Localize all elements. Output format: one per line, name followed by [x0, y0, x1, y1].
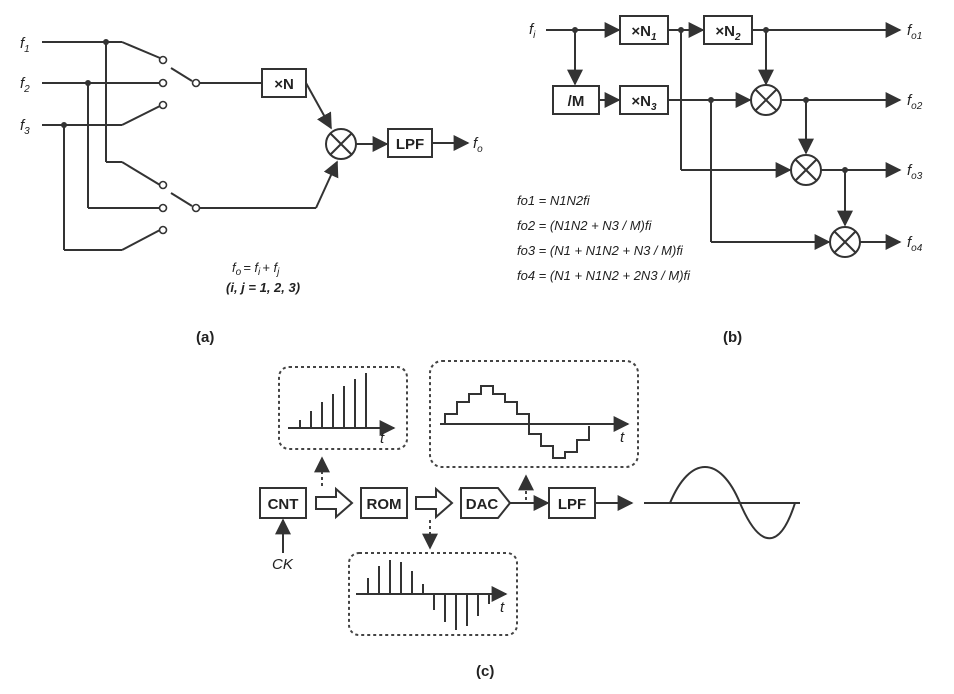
dac-label: DAC [466, 496, 499, 513]
output-fo1-label: fo1 [907, 22, 922, 42]
equation-a-2: (i, j = 1, 2, 3) [226, 280, 300, 295]
divider-label: /M [568, 93, 585, 110]
n1-label: ×N1 [631, 23, 657, 43]
caption-b: (b) [723, 329, 742, 346]
input-f3-label: f3 [20, 117, 30, 137]
equation-b-1: fo1 = N1N2fi [517, 193, 591, 208]
panel-c: t t CNT CK ROM DAC LPF [259, 360, 800, 680]
mixer-b-2 [790, 154, 822, 186]
n1-block [619, 15, 669, 45]
n3-label: ×N3 [631, 93, 657, 113]
caption-a: (a) [196, 329, 214, 346]
divider-block [552, 85, 600, 115]
output-fo3-label: fo3 [907, 162, 923, 182]
ck-label: CK [272, 556, 294, 573]
output-fo-label: fo [473, 135, 483, 155]
n2-label: ×N2 [715, 23, 741, 43]
staircase-waveform [444, 385, 590, 459]
bus-arrow-1 [315, 486, 354, 520]
lpf-block-c [548, 487, 596, 519]
dac-block [460, 487, 512, 519]
input-wires [42, 39, 161, 251]
samples-inset [348, 552, 518, 636]
cnt-label: CNT [268, 496, 299, 513]
mixer-b-1 [750, 84, 782, 116]
staircase-inset [429, 360, 639, 468]
ramp-samples [299, 373, 367, 428]
mixer-a [325, 128, 357, 160]
lpf-label-c: LPF [558, 496, 586, 513]
input-fi-label: fi [529, 21, 536, 41]
multiplier-label: ×N [274, 76, 294, 93]
panel-a: f1 f2 f3 [20, 35, 483, 346]
equation-a-1: fo= fi+ fj [232, 260, 280, 278]
cnt-block [259, 487, 307, 519]
ramp-t-label: t [380, 430, 385, 447]
output-fo4-label: fo4 [907, 234, 923, 254]
equation-b-3: fo3 = (N1 + N1N2 + N3 / M)fi [517, 243, 684, 258]
input-f2-label: f2 [20, 75, 30, 95]
multiplier-block [261, 68, 307, 98]
bus-arrow-2 [415, 486, 454, 520]
ramp-inset [278, 366, 408, 450]
lpf-label-a: LPF [396, 136, 424, 153]
upper-switch [158, 55, 262, 110]
mixer-b-3 [829, 226, 861, 258]
input-f1-label: f1 [20, 35, 30, 55]
rom-label: ROM [367, 496, 402, 513]
equation-b-4: fo4 = (N1 + N1N2 + 2N3 / M)fi [517, 268, 691, 283]
panel-b: fi ×N1 ×N2 /M ×N3 [517, 15, 923, 346]
equation-b-2: fo2 = (N1N2 + N3 / M)fi [517, 218, 652, 233]
staircase-t-label: t [620, 429, 625, 446]
caption-c: (c) [476, 663, 494, 680]
sine-waveform [669, 466, 796, 539]
rom-block [360, 487, 408, 519]
output-fo2-label: fo2 [907, 92, 923, 112]
samples-t-label: t [500, 599, 505, 616]
bipolar-samples [367, 560, 490, 630]
lower-switch [158, 160, 339, 235]
